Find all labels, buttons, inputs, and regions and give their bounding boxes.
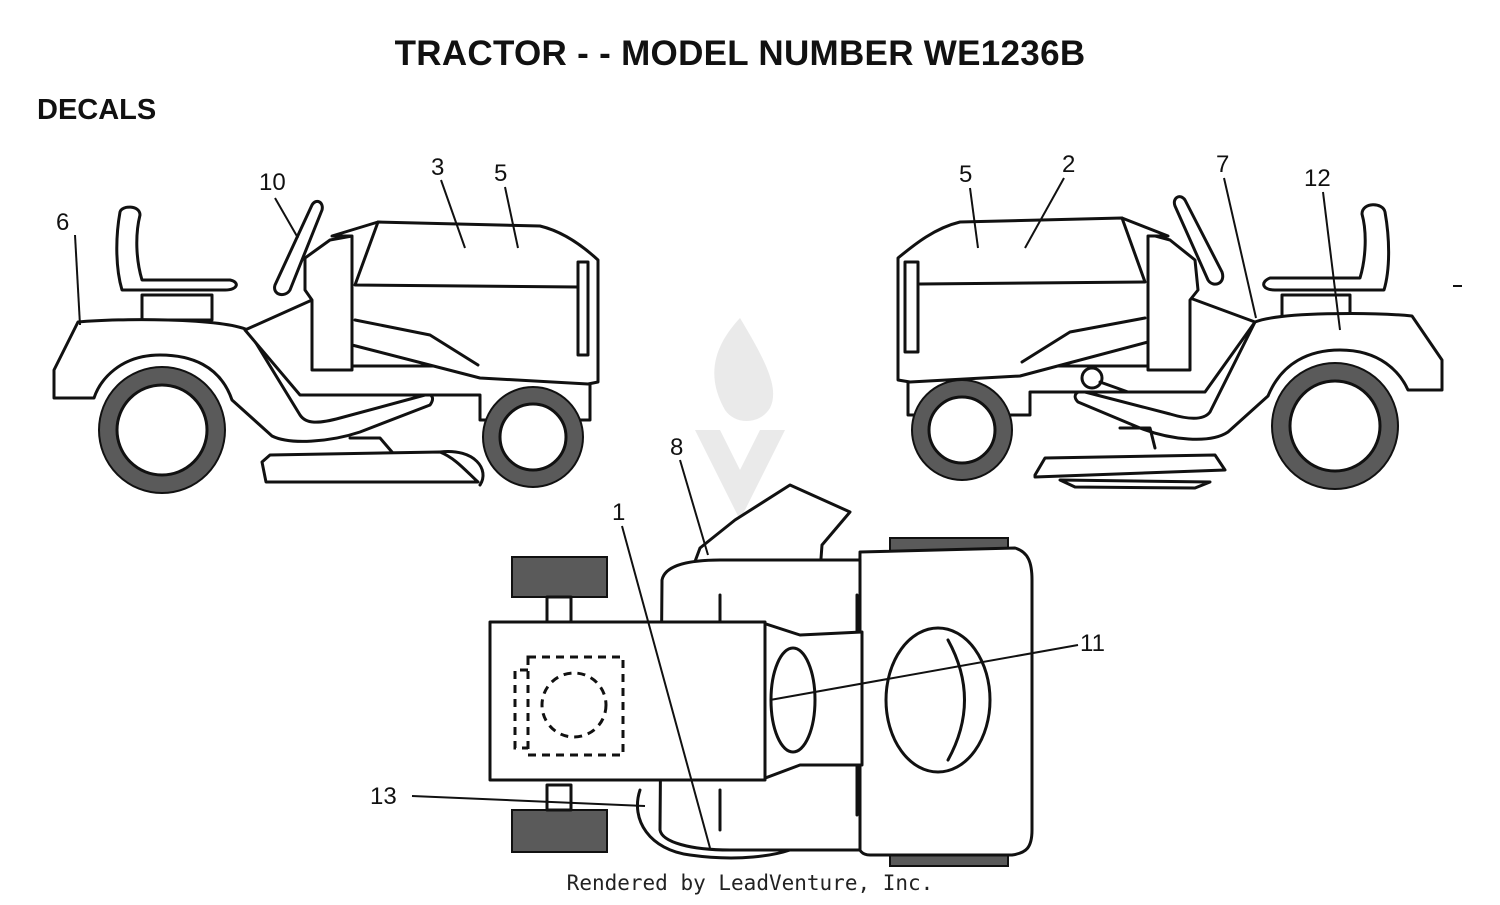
callout-5-right: 5: [959, 161, 972, 188]
tractor-top-view: [488, 483, 1034, 867]
callout-1: 1: [612, 499, 625, 526]
callout-8: 8: [670, 434, 683, 461]
tractor-left-side-view: [52, 199, 600, 494]
callout-7: 7: [1216, 151, 1229, 178]
callout-12: 12: [1304, 165, 1331, 192]
callout-2: 2: [1062, 151, 1075, 178]
page-title: TRACTOR - - MODEL NUMBER WE1236B: [394, 34, 1086, 73]
callout-6: 6: [56, 209, 69, 236]
callout-11: 11: [1080, 630, 1105, 657]
footer-credit: Rendered by LeadVenture, Inc.: [566, 871, 934, 895]
callout-13: 13: [370, 783, 397, 810]
callout-3: 3: [431, 154, 444, 181]
section-title: DECALS: [37, 94, 157, 126]
callout-10: 10: [259, 169, 286, 196]
leadventure-watermark: [695, 318, 785, 520]
leader-lines: [74, 177, 1341, 849]
tractor-right-side-view: [896, 195, 1444, 490]
callout-5-left: 5: [494, 160, 507, 187]
callout-labels: 6 10 3 5 5 2 7 12 8 1 11 13: [56, 151, 1331, 810]
